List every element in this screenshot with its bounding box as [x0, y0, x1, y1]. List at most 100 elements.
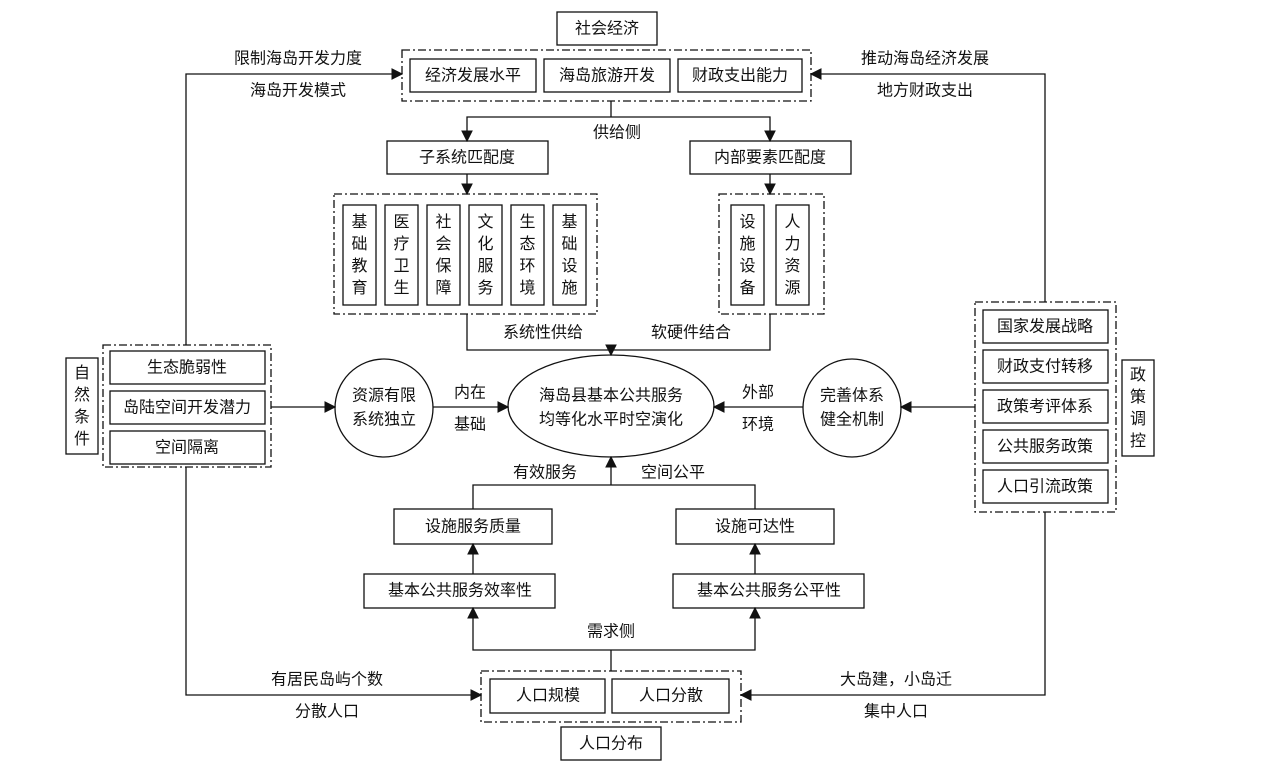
element-box-1	[730, 204, 765, 306]
bottom-left-label-2: 分散人口	[295, 702, 359, 721]
subsystem-label-1: 基础教育	[351, 212, 367, 297]
policy-item-box-1	[982, 309, 1109, 344]
subsystem-label-4: 文化服务	[477, 212, 493, 297]
effective-service-label: 有效服务	[513, 463, 577, 482]
core-line-1: 海岛县基本公共服务	[539, 386, 683, 405]
outer-env-circle	[802, 358, 902, 458]
env-label: 环境	[742, 415, 774, 434]
left-circle-line-2: 系统独立	[352, 410, 416, 429]
demand-side-label: 需求侧	[587, 622, 635, 641]
demand-split-left	[467, 606, 611, 651]
subsystem-box-6	[552, 204, 587, 306]
population-title: 人口分布	[579, 734, 643, 753]
pop-item-box-1	[489, 678, 606, 714]
subsystem-group-frame	[333, 193, 598, 315]
subsystem-label-2: 医疗卫生	[393, 212, 409, 297]
demand-merge-line	[472, 484, 756, 509]
tourism-box	[543, 58, 671, 93]
subsystem-box-1	[342, 204, 377, 306]
nature-item-box-1	[109, 350, 266, 385]
nature-group-frame	[102, 344, 272, 468]
policy-item-3: 政策考评体系	[997, 397, 1093, 416]
policy-item-box-3	[982, 389, 1109, 424]
efficiency-label: 基本公共服务效率性	[388, 581, 532, 600]
pop-item-1: 人口规模	[516, 686, 580, 705]
policy-item-box-4	[982, 429, 1109, 464]
socioeconomic-title: 社会经济	[575, 19, 639, 38]
left-circle-line-1: 资源有限	[352, 386, 416, 405]
subsystem-label-6: 基础设施	[561, 212, 577, 297]
access-label: 设施可达性	[715, 517, 795, 536]
supply-split-left	[461, 116, 611, 143]
policy-item-box-5	[982, 469, 1109, 504]
subsystem-box-2	[384, 204, 419, 306]
systematic-supply-label: 系统性供给	[503, 323, 583, 342]
subsystem-box-3	[426, 204, 461, 306]
fairness-box	[672, 573, 865, 609]
subsystem-label-5: 生态环境	[519, 212, 535, 297]
supply-merge-line	[466, 314, 771, 351]
nature-item-1: 生态脆弱性	[147, 358, 227, 377]
core-line-2: 均等化水平时空演化	[539, 410, 683, 429]
right-circle-line-1: 完善体系	[820, 386, 884, 405]
spatial-equity-label: 空间公平	[641, 463, 705, 482]
policy-item-2: 财政支付转移	[997, 357, 1093, 376]
tourism-label: 海岛旅游开发	[559, 66, 655, 85]
pop-item-2: 人口分散	[639, 686, 703, 705]
element-box-2	[775, 204, 810, 306]
nature-to-pop-line	[185, 467, 483, 701]
policy-title: 政策调控	[1130, 365, 1146, 450]
subsystem-label-3: 社会保障	[435, 212, 451, 297]
nature-to-socio-line	[185, 68, 404, 345]
supply-side-label: 供给侧	[593, 123, 641, 142]
fiscal-label: 财政支出能力	[692, 66, 788, 85]
element-label-2: 人力资源	[784, 212, 800, 297]
top-left-label-2: 海岛开发模式	[250, 81, 346, 100]
policy-item-box-2	[982, 349, 1109, 384]
soft-hard-label: 软硬件结合	[651, 323, 731, 342]
socioeconomic-title-box	[556, 11, 658, 46]
nature-item-box-2	[109, 390, 266, 425]
bottom-right-label-1: 大岛建，小岛迁	[840, 670, 952, 689]
policy-item-5: 人口引流政策	[997, 477, 1093, 496]
core-ellipse	[507, 354, 715, 458]
policy-to-socio-line	[809, 68, 1046, 302]
top-left-label-1: 限制海岛开发力度	[234, 49, 362, 68]
nature-title: 自然条件	[74, 363, 90, 448]
econ-level-box	[409, 58, 537, 93]
element-group-frame	[718, 193, 825, 315]
supply-split-right	[611, 116, 776, 143]
top-right-label-1: 推动海岛经济发展	[861, 49, 989, 68]
efficiency-box	[363, 573, 556, 609]
top-right-label-2: 地方财政支出	[877, 81, 973, 100]
nature-item-2: 岛陆空间开发潜力	[123, 398, 251, 417]
inner-match-label: 内部要素匹配度	[714, 148, 826, 167]
policy-to-pop-line	[739, 512, 1046, 701]
population-title-box	[560, 726, 662, 761]
bottom-right-label-2: 集中人口	[864, 702, 928, 721]
bottom-left-label-1: 有居民岛屿个数	[271, 670, 383, 689]
nature-title-box	[65, 357, 99, 455]
nature-item-3: 空间隔离	[155, 438, 219, 457]
element-label-1: 设施设备	[739, 212, 755, 297]
policy-item-4: 公共服务政策	[997, 437, 1093, 456]
nature-item-box-3	[109, 430, 266, 465]
subsystem-match-label: 子系统匹配度	[419, 148, 515, 167]
econ-level-label: 经济发展水平	[425, 66, 521, 85]
fiscal-box	[677, 58, 803, 93]
inner-basis-circle	[334, 358, 434, 458]
demand-split-right	[611, 606, 761, 651]
policy-title-box	[1121, 359, 1155, 457]
subsystem-box-5	[510, 204, 545, 306]
outer-label: 外部	[742, 383, 774, 402]
inner-label: 内在	[454, 383, 486, 402]
policy-item-1: 国家发展战略	[997, 317, 1093, 336]
basis-label: 基础	[454, 415, 486, 434]
subsystem-box-4	[468, 204, 503, 306]
pop-item-box-2	[611, 678, 730, 714]
quality-label: 设施服务质量	[425, 517, 521, 536]
right-circle-line-2: 健全机制	[820, 410, 884, 429]
fairness-label: 基本公共服务公平性	[697, 581, 841, 600]
